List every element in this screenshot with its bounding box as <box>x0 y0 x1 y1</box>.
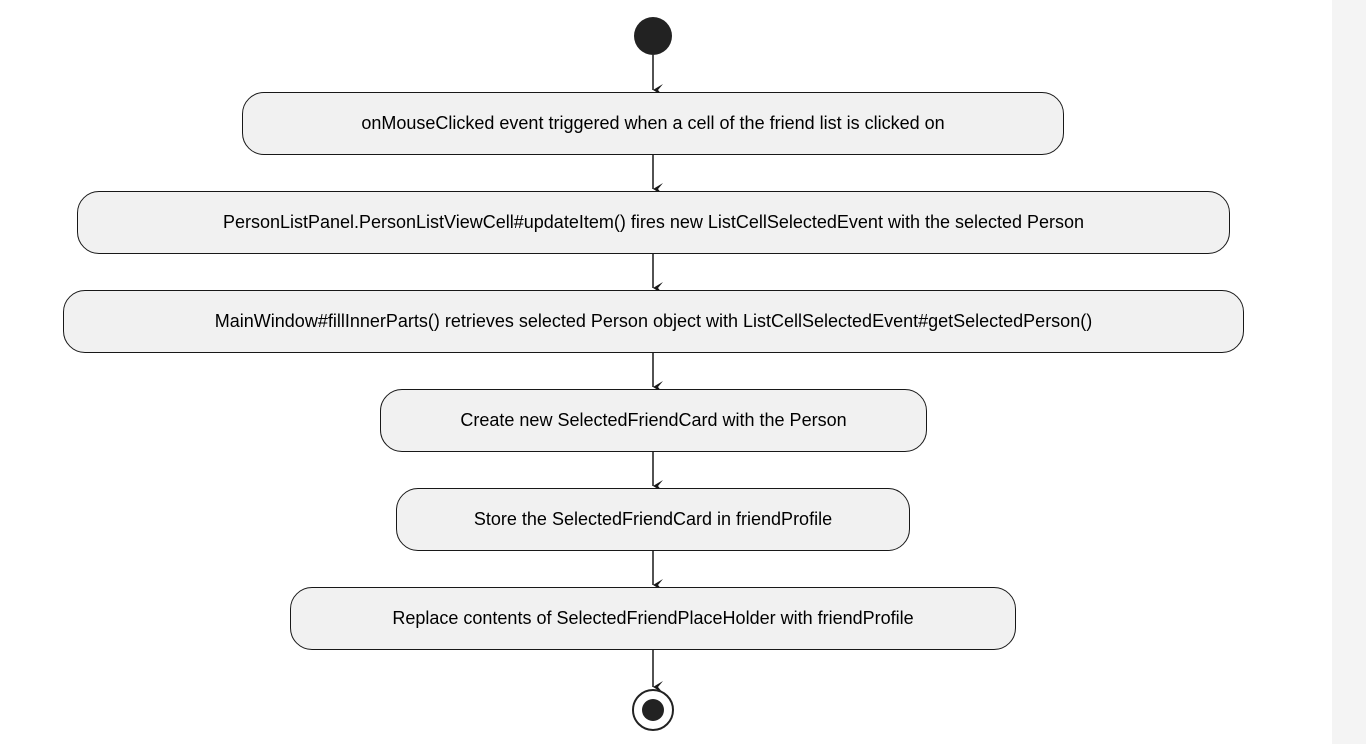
step-label: Store the SelectedFriendCard in friendPr… <box>473 509 833 529</box>
step-label: MainWindow#fillInnerParts() retrieves se… <box>214 311 1093 331</box>
final-node-core <box>642 699 664 721</box>
step-create-card: Create new SelectedFriendCard with the P… <box>380 389 927 452</box>
step-label: Create new SelectedFriendCard with the P… <box>460 410 847 430</box>
step-store-card: Store the SelectedFriendCard in friendPr… <box>396 488 910 551</box>
final-node <box>632 689 674 731</box>
step-label: onMouseClicked event triggered when a ce… <box>361 113 945 133</box>
diagram-canvas: onMouseClicked event triggered when a ce… <box>0 0 1332 744</box>
step-update-item: PersonListPanel.PersonListViewCell#updat… <box>77 191 1230 254</box>
step-replace-contents: Replace contents of SelectedFriendPlaceH… <box>290 587 1016 650</box>
right-margin <box>1332 0 1366 744</box>
initial-node <box>634 17 672 55</box>
connector-layer <box>652 55 663 693</box>
step-label: Replace contents of SelectedFriendPlaceH… <box>392 608 914 628</box>
step-fill-inner-parts: MainWindow#fillInnerParts() retrieves se… <box>63 290 1244 353</box>
step-label: PersonListPanel.PersonListViewCell#updat… <box>222 212 1085 232</box>
step-on-mouse-clicked: onMouseClicked event triggered when a ce… <box>242 92 1064 155</box>
